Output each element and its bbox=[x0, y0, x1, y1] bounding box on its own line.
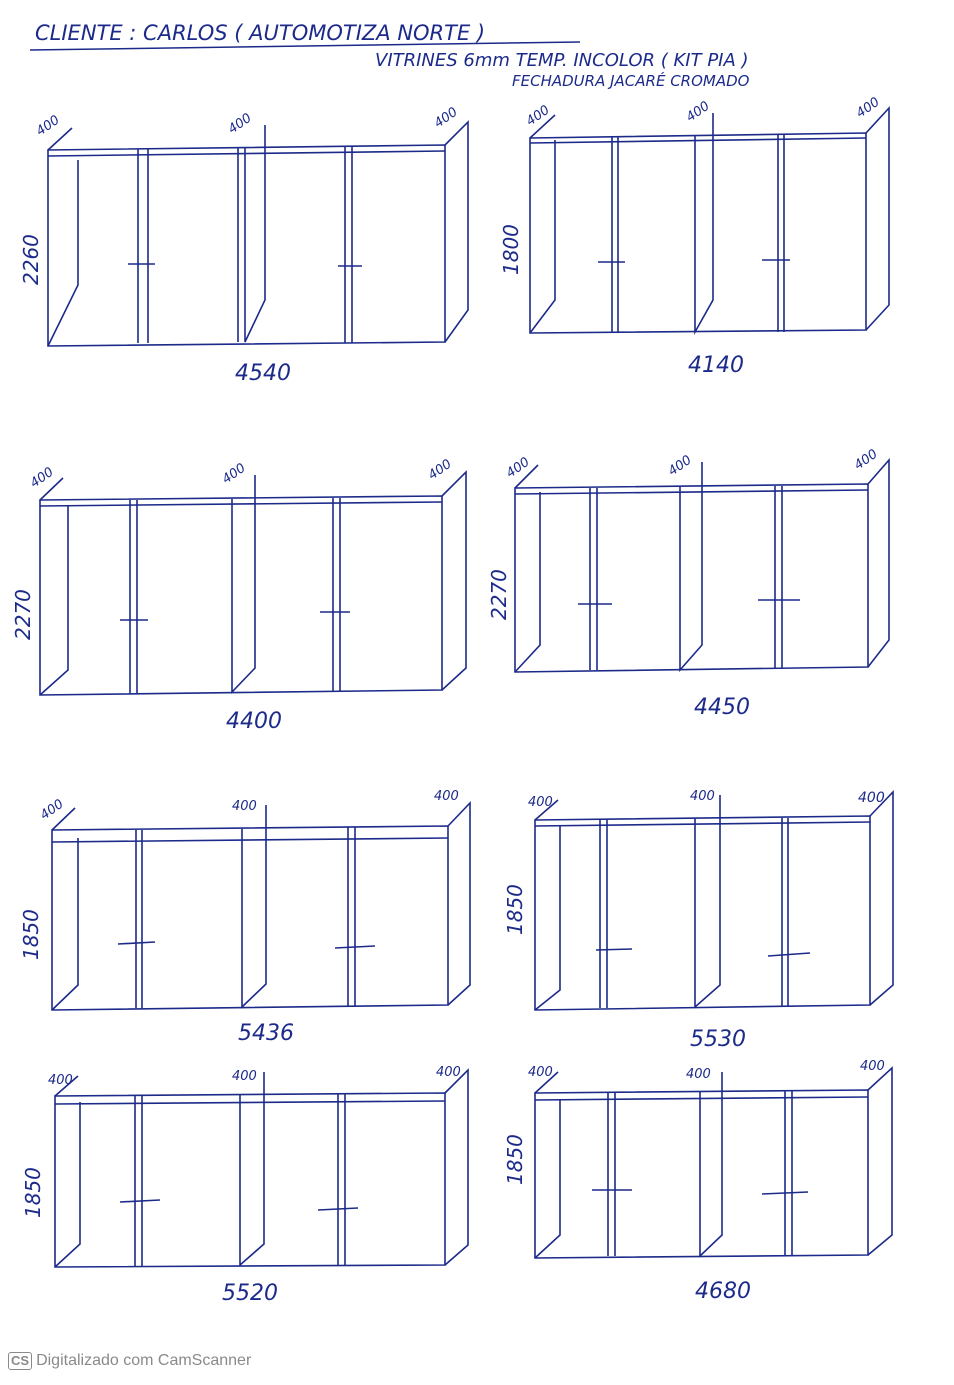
header-underline bbox=[29, 41, 581, 51]
elevation-1-height: 2260 bbox=[19, 234, 43, 285]
elevation-8-width: 4680 bbox=[695, 1279, 751, 1304]
elevation-1-depth-a: 400 bbox=[34, 113, 63, 140]
header-client: CLIENTE : CARLOS ( AUTOMOTIZA NORTE ) bbox=[35, 21, 485, 45]
scanner-watermark: CS Digitalizado com CamScanner bbox=[8, 1352, 251, 1370]
elevation-7-depth-b: 400 bbox=[232, 1069, 257, 1084]
elevation-5: 400 400 400 1850 5436 bbox=[19, 789, 471, 1046]
elevation-3-frame bbox=[39, 470, 467, 696]
elevation-4-depth-a: 400 bbox=[504, 455, 533, 482]
elevation-7-depth-c: 400 bbox=[436, 1065, 461, 1080]
elevation-8-frame bbox=[534, 1066, 893, 1259]
elevation-3: 400 400 400 2270 4400 bbox=[11, 457, 467, 734]
elevation-7-width: 5520 bbox=[222, 1281, 278, 1306]
elevation-2-height: 1800 bbox=[499, 224, 523, 275]
elevation-5-height: 1850 bbox=[19, 909, 43, 960]
elevation-3-depth-b: 400 bbox=[220, 461, 249, 488]
elevation-6-depth-a: 400 bbox=[528, 795, 553, 810]
elevation-4-depth-b: 400 bbox=[666, 453, 695, 480]
elevation-4-height: 2270 bbox=[487, 569, 511, 620]
elevation-8-height: 1850 bbox=[503, 1134, 527, 1185]
camscanner-logo: CS bbox=[8, 1352, 33, 1370]
elevation-1: 400 400 400 2260 4540 bbox=[19, 105, 469, 386]
elevation-1-frame bbox=[47, 120, 469, 347]
elevation-3-width: 4400 bbox=[226, 709, 282, 734]
elevation-1-width: 4540 bbox=[235, 361, 291, 386]
elevation-2-depth-a: 400 bbox=[524, 103, 553, 130]
elevation-7-height: 1850 bbox=[21, 1167, 45, 1218]
elevation-2-width: 4140 bbox=[688, 353, 744, 378]
elevation-6-frame bbox=[534, 790, 894, 1011]
elevation-6-height: 1850 bbox=[503, 884, 527, 935]
elevation-4-frame bbox=[514, 457, 890, 673]
elevation-6-depth-b: 400 bbox=[690, 789, 715, 804]
header-glass-spec: VITRINES 6mm TEMP. INCOLOR ( KIT PIA ) bbox=[375, 50, 749, 71]
elevation-8-depth-c: 400 bbox=[860, 1059, 885, 1074]
elevation-4-width: 4450 bbox=[694, 695, 750, 720]
elevation-1-depth-c: 400 bbox=[432, 105, 461, 132]
elevation-3-depth-c: 400 bbox=[426, 457, 455, 484]
elevation-8: 400 400 400 1850 4680 bbox=[503, 1059, 893, 1304]
elevation-7: 400 400 400 1850 5520 bbox=[21, 1065, 469, 1306]
header-lock-spec: FECHADURA JACARÉ CROMADO bbox=[512, 71, 750, 90]
elevation-5-width: 5436 bbox=[238, 1021, 294, 1046]
elevation-4-depth-c: 400 bbox=[852, 447, 881, 474]
elevation-1-depth-b: 400 bbox=[226, 111, 255, 138]
elevation-5-depth-c: 400 bbox=[434, 789, 459, 804]
elevation-2-depth-b: 400 bbox=[684, 99, 713, 126]
elevation-2-depth-c: 400 bbox=[854, 95, 883, 122]
elevation-4: 400 400 400 2270 4450 bbox=[487, 447, 890, 720]
elevation-3-height: 2270 bbox=[11, 589, 35, 640]
elevation-8-depth-a: 400 bbox=[528, 1065, 553, 1080]
elevation-5-depth-b: 400 bbox=[232, 799, 257, 814]
elevation-2-frame bbox=[529, 105, 890, 336]
elevation-6: 400 400 400 1850 5530 bbox=[503, 789, 894, 1052]
elevation-6-depth-c: 400 bbox=[858, 790, 885, 806]
elevation-2: 400 400 400 1800 4140 bbox=[499, 95, 890, 378]
elevation-8-depth-b: 400 bbox=[686, 1067, 711, 1082]
elevation-6-width: 5530 bbox=[690, 1027, 746, 1052]
elevation-7-depth-a: 400 bbox=[48, 1073, 73, 1088]
scanner-watermark-text: Digitalizado com CamScanner bbox=[36, 1352, 252, 1369]
elevation-7-frame bbox=[54, 1068, 469, 1268]
elevation-5-frame bbox=[51, 801, 471, 1011]
